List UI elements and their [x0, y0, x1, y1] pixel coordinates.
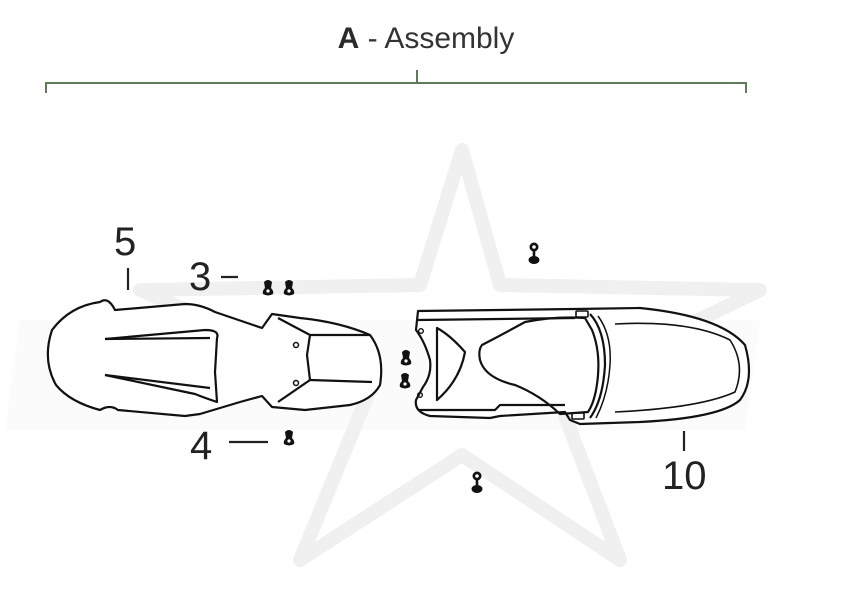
bolt-icon[interactable] [262, 242, 540, 494]
assembly-separator: - [359, 22, 385, 55]
assembly-letter: A [337, 22, 360, 55]
assembly-title: A - Assembly [0, 22, 852, 56]
rear-bolt-bottom [471, 471, 483, 493]
bolt-4 [283, 430, 295, 446]
assembly-label: Assembly [384, 22, 515, 55]
callout-4[interactable]: 4 [190, 424, 213, 468]
assembly-bracket [45, 70, 747, 93]
rear-bolt-left-top [400, 350, 412, 366]
watermark-logo-icon [133, 143, 767, 567]
front-fender-part-5[interactable] [46, 299, 383, 418]
rear-bolt-top [528, 242, 540, 264]
bolt-3a [262, 280, 274, 296]
callout-3[interactable]: 3 [189, 255, 212, 299]
bolt-3b [283, 280, 295, 296]
callout-10[interactable]: 10 [662, 454, 707, 498]
rear-bolt-left-bottom [399, 373, 411, 389]
callout-5[interactable]: 5 [114, 220, 137, 264]
rear-fender-part-10[interactable] [414, 306, 751, 426]
leader-lines [126, 268, 686, 451]
